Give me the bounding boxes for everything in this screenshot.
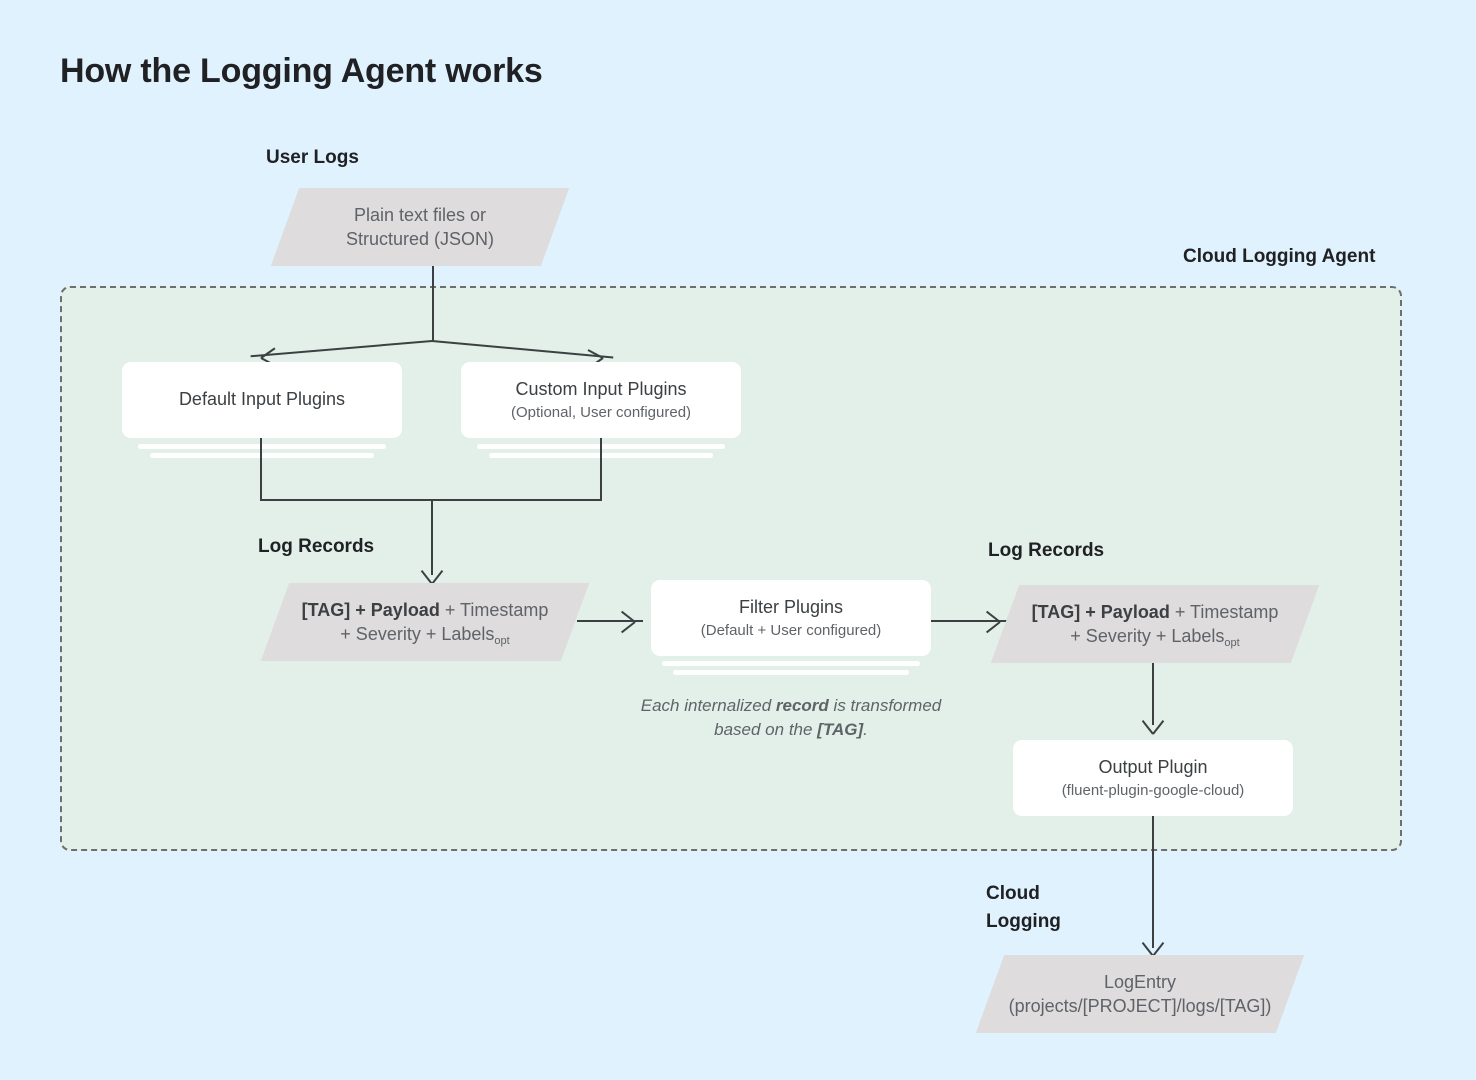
filter-plugins-card[interactable]: Filter Plugins (Default + User configure…: [651, 580, 931, 656]
connector-record-to-output: [1152, 663, 1154, 725]
default-input-plugins-card[interactable]: Default Input Plugins: [122, 362, 402, 438]
transform-note: Each internalized record is transformed …: [630, 694, 952, 742]
log-entry-shape: [975, 955, 1305, 1033]
connector-record-to-filter: [577, 620, 643, 622]
user-logs-shape: [270, 188, 570, 266]
connector-output-to-logentry: [1152, 816, 1154, 948]
transform-note-part2: is transformed based on the: [714, 696, 942, 739]
user-logs-label: User Logs: [266, 147, 359, 168]
log-records-left-label: Log Records: [258, 536, 375, 557]
default-input-plugins-stack-2: [150, 453, 374, 458]
filter-plugins-subtitle: (Default + User configured): [700, 621, 882, 639]
page-title: How the Logging Agent works: [60, 52, 543, 90]
custom-input-plugins-title: Custom Input Plugins: [515, 378, 687, 399]
filter-plugins-title: Filter Plugins: [738, 596, 844, 617]
connector-custom-down: [600, 438, 602, 500]
cloud-logging-label: Cloud Logging: [986, 883, 1061, 932]
transform-note-bold2: [TAG]: [817, 719, 864, 739]
filter-plugins-stack-1: [662, 661, 920, 666]
custom-input-plugins-subtitle: (Optional, User configured): [510, 403, 692, 421]
custom-input-plugins-card[interactable]: Custom Input Plugins (Optional, User con…: [461, 362, 741, 438]
transform-note-part3: .: [863, 719, 868, 739]
connector-merge-down: [431, 499, 433, 575]
output-plugin-card[interactable]: Output Plugin (fluent-plugin-google-clou…: [1013, 740, 1293, 816]
log-records-right-label: Log Records: [988, 540, 1105, 561]
transform-note-bold1: record: [775, 696, 829, 715]
default-input-plugins-stack-1: [138, 444, 386, 449]
output-plugin-title: Output Plugin: [1098, 756, 1208, 777]
default-input-plugins-title: Default Input Plugins: [178, 389, 346, 410]
output-plugin-subtitle: (fluent-plugin-google-cloud): [1061, 781, 1245, 799]
connector-filter-to-record: [931, 620, 1008, 622]
log-record-right-shape: [990, 585, 1320, 663]
filter-plugins-stack-2: [673, 670, 909, 675]
transform-note-part1: Each internalized: [640, 696, 776, 715]
log-record-left-shape: [260, 583, 590, 661]
cloud-logging-agent-label: Cloud Logging Agent: [1183, 246, 1376, 267]
connector-default-down: [260, 438, 262, 500]
connector-userlogs-stem: [432, 266, 434, 341]
